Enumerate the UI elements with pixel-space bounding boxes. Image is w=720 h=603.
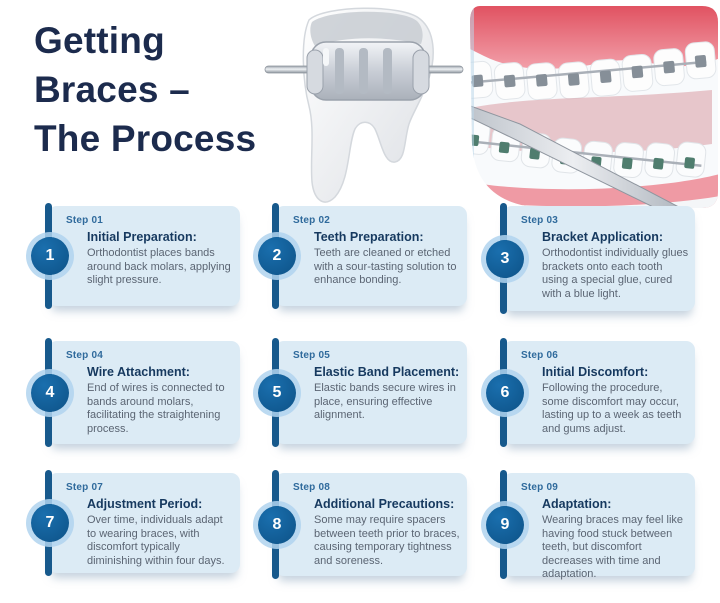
step-description: End of wires is connected to bands aroun… xyxy=(87,382,225,435)
step-title: Initial Discomfort: xyxy=(542,365,649,379)
step-description: Following the procedure, some discomfort… xyxy=(542,382,682,435)
step-label: Step 04 xyxy=(66,350,103,361)
step-description: Some may require spacers between teeth p… xyxy=(314,514,460,567)
step-number-badge: 2 xyxy=(258,237,296,275)
step-title: Bracket Application: xyxy=(542,230,664,244)
step-number-badge: 3 xyxy=(486,239,524,278)
card-background xyxy=(48,473,240,573)
step-title: Wire Attachment: xyxy=(87,365,190,379)
step-label: Step 08 xyxy=(293,482,330,493)
step-card-5: 5 Step 05 Elastic Band Placement: Elasti… xyxy=(252,338,467,447)
step-number-badge: 4 xyxy=(31,373,69,412)
page-title-line-3: The Process xyxy=(34,118,257,159)
metal-bracket xyxy=(306,41,430,101)
step-description: Orthodontist places bands around back mo… xyxy=(87,247,231,286)
page-title-line-1: Getting xyxy=(34,20,165,61)
step-label: Step 06 xyxy=(521,350,558,361)
tooth-enamel-top xyxy=(310,11,423,46)
step-label: Step 07 xyxy=(66,482,103,493)
step-description: Wearing braces may feel like having food… xyxy=(542,514,684,580)
upper-teeth-row xyxy=(470,41,717,101)
step-title: Adaptation: xyxy=(542,497,612,511)
card-background xyxy=(48,206,240,306)
step-description: Orthodontist individually glues brackets… xyxy=(542,247,689,300)
page-title-line-2: Braces – xyxy=(34,69,190,110)
step-description: Over time, individuals adapt to wearing … xyxy=(87,514,225,567)
step-title: Additional Precautions: xyxy=(314,497,455,511)
step-number-badge: 6 xyxy=(486,373,524,412)
step-card-3: 3 Step 03 Bracket Application: Orthodont… xyxy=(480,203,695,314)
card-background xyxy=(503,206,695,311)
step-card-1: 1 Step 01 Initial Preparation: Orthodont… xyxy=(25,203,240,309)
step-label: Step 02 xyxy=(293,215,330,226)
card-background xyxy=(503,341,695,444)
card-background xyxy=(275,473,467,576)
step-card-8: 8 Step 08 Additional Precautions: Some m… xyxy=(252,470,467,579)
card-background xyxy=(48,341,240,444)
step-label: Step 09 xyxy=(521,482,558,493)
photo-left-edge-glow xyxy=(470,6,474,208)
tooth-with-bracket-illustration xyxy=(264,7,464,203)
braces-model-photo xyxy=(470,6,718,208)
step-card-4: 4 Step 04 Wire Attachment: End of wires … xyxy=(25,338,240,447)
step-label: Step 05 xyxy=(293,350,330,361)
step-number-badge: 9 xyxy=(486,505,524,544)
step-number-badge: 8 xyxy=(258,505,296,544)
card-background xyxy=(275,341,467,444)
step-number-badge: 1 xyxy=(31,237,69,275)
step-description: Elastic bands secure wires in place, ens… xyxy=(314,382,456,421)
step-number-badge: 7 xyxy=(31,504,69,542)
step-label: Step 01 xyxy=(66,215,103,226)
step-number-badge: 5 xyxy=(258,373,296,412)
step-title: Adjustment Period: xyxy=(87,497,203,511)
step-card-6: 6 Step 06 Initial Discomfort: Following … xyxy=(480,338,695,447)
step-title: Initial Preparation: xyxy=(87,230,197,244)
step-card-2: 2 Step 02 Teeth Preparation: Teeth are c… xyxy=(252,203,467,309)
card-background xyxy=(275,206,467,306)
step-title: Teeth Preparation: xyxy=(314,230,424,244)
upper-gum xyxy=(470,6,718,69)
card-background xyxy=(503,473,695,576)
step-label: Step 03 xyxy=(521,215,558,226)
dental-probe xyxy=(470,99,697,208)
page-title: Getting Braces – The Process xyxy=(34,16,256,163)
step-title: Elastic Band Placement: xyxy=(314,365,460,379)
step-description: Teeth are cleaned or etched with a sour-… xyxy=(314,247,457,286)
step-card-7: 7 Step 07 Adjustment Period: Over time, … xyxy=(25,470,240,576)
step-card-9: 9 Step 09 Adaptation: Wearing braces may… xyxy=(480,470,695,580)
